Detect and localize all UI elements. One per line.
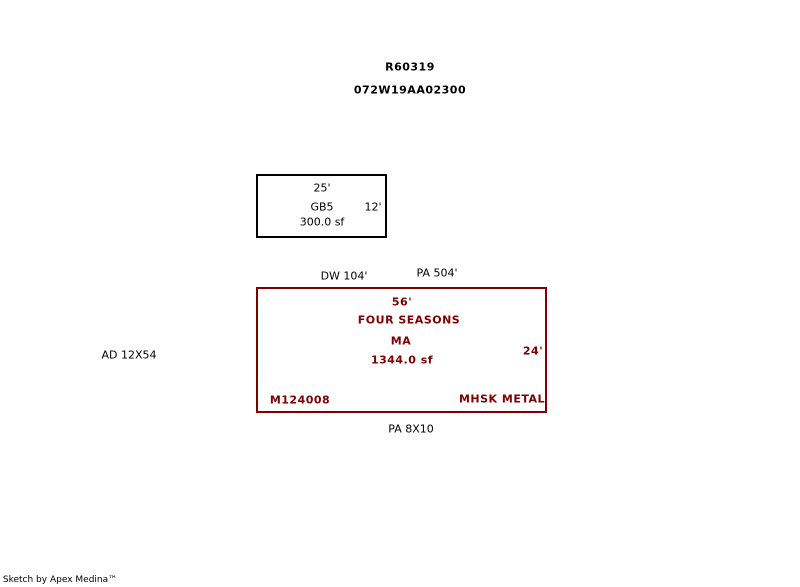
main-top-dimension: 56' bbox=[391, 295, 413, 309]
sketch-credit: Sketch by Apex Medina™ bbox=[2, 575, 118, 585]
model-number: M124008 bbox=[269, 393, 331, 407]
parcel-id: 072W19AA02300 bbox=[353, 83, 467, 97]
skirt-label: MHSK METAL bbox=[458, 392, 546, 406]
garage-top-dimension: 25' bbox=[313, 181, 331, 195]
garage-code: GB5 bbox=[310, 200, 334, 214]
record-id: R60319 bbox=[385, 60, 435, 74]
main-code: MA bbox=[390, 334, 412, 348]
dw-label: DW 104' bbox=[320, 269, 368, 283]
main-structure-outline bbox=[256, 287, 547, 413]
garage-area: 300.0 sf bbox=[299, 215, 345, 229]
pa-top-label: PA 504' bbox=[416, 266, 458, 280]
main-side-dimension: 24' bbox=[522, 344, 544, 358]
pa-bottom-label: PA 8X10 bbox=[388, 422, 434, 436]
ad-label: AD 12X54 bbox=[101, 348, 157, 362]
main-area: 1344.0 sf bbox=[370, 353, 434, 367]
garage-outline bbox=[256, 174, 387, 238]
garage-side-dimension: 12' bbox=[364, 200, 382, 214]
main-name: FOUR SEASONS bbox=[357, 313, 461, 327]
